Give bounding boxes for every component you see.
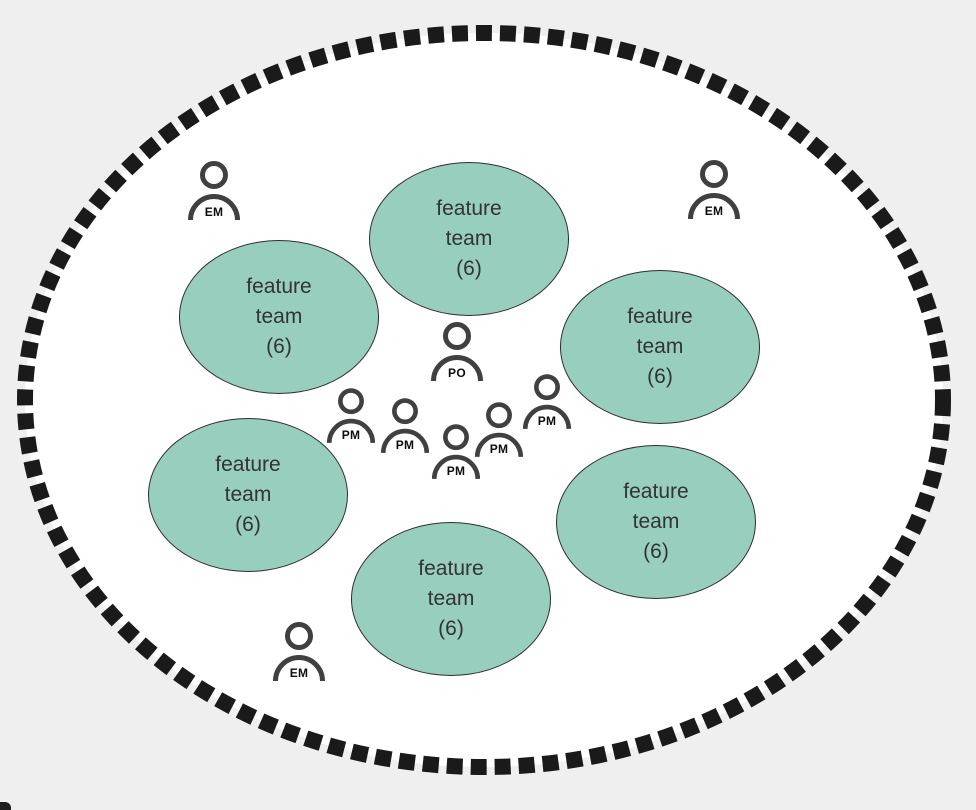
person-em: EM: [187, 161, 241, 221]
person-pm: PM: [474, 402, 524, 458]
feature-team-ellipse: feature team (6): [369, 162, 569, 316]
team-label-line: team: [255, 305, 303, 328]
person-icon: [688, 160, 740, 220]
team-label-line: team: [445, 227, 493, 250]
team-label-line: feature: [623, 480, 689, 503]
team-label-line: feature: [627, 305, 693, 328]
role-label: PM: [489, 442, 509, 456]
feature-team-ellipse: feature team (6): [556, 445, 756, 599]
person-pm: PM: [326, 388, 376, 444]
role-label: EM: [704, 204, 724, 218]
team-label-line: team: [224, 483, 272, 506]
person-icon: [431, 322, 483, 382]
person-pm: PM: [380, 398, 430, 454]
person-icon: [522, 374, 572, 429]
team-label-line: team: [427, 587, 475, 610]
person-icon: [380, 398, 430, 453]
person-icon: [326, 388, 376, 443]
feature-team-ellipse: feature team (6): [179, 240, 379, 394]
role-label: PM: [395, 438, 415, 452]
team-size: (6): [438, 617, 464, 640]
person-icon: [474, 402, 524, 457]
corner-fragment: [0, 802, 11, 810]
team-size: (6): [643, 540, 669, 563]
team-label-line: team: [632, 510, 680, 533]
role-label: PO: [448, 366, 466, 380]
team-label-line: team: [636, 335, 684, 358]
role-label: PM: [537, 414, 557, 428]
person-em: EM: [687, 160, 741, 220]
role-label: EM: [289, 666, 309, 680]
team-size: (6): [235, 513, 261, 536]
feature-team-ellipse: feature team (6): [148, 418, 348, 572]
person-icon: [431, 424, 481, 479]
team-size: (6): [266, 335, 292, 358]
role-label: PM: [341, 428, 361, 442]
person-em: EM: [272, 622, 326, 682]
team-size: (6): [647, 365, 673, 388]
team-label-line: feature: [418, 557, 484, 580]
person-icon: [188, 161, 240, 221]
person-pm: PM: [431, 424, 481, 480]
person-po: PO: [430, 322, 484, 382]
team-label-line: feature: [246, 275, 312, 298]
feature-team-ellipse: feature team (6): [351, 522, 551, 676]
feature-team-ellipse: feature team (6): [560, 270, 760, 424]
team-label-line: feature: [215, 453, 281, 476]
person-pm: PM: [522, 374, 572, 430]
team-label-line: feature: [436, 197, 502, 220]
team-size: (6): [456, 257, 482, 280]
person-icon: [273, 622, 325, 682]
role-label: PM: [446, 464, 466, 478]
role-label: EM: [204, 205, 224, 219]
